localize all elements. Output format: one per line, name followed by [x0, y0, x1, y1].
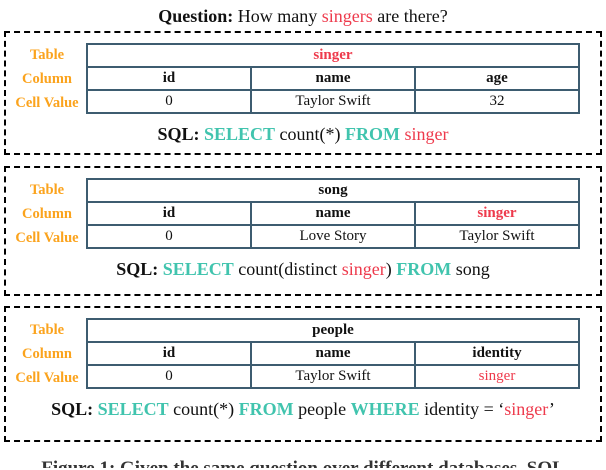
row-labels: Table Column Cell Value — [8, 178, 86, 250]
question-text-after: are there? — [377, 6, 448, 26]
cell-value: Taylor Swift — [250, 89, 416, 114]
column-header-cell-highlight: singer — [414, 201, 580, 226]
row-label-column: Column — [22, 206, 72, 222]
table-name-row: people — [86, 318, 580, 343]
question-label: Question: — [158, 6, 234, 26]
cell-value: 0 — [86, 224, 252, 249]
row-label-cell-value: Cell Value — [15, 95, 79, 111]
cell-value-row: 0 Love Story Taylor Swift — [86, 224, 580, 249]
cell-value: Taylor Swift — [414, 224, 580, 249]
column-header-cell: name — [250, 201, 416, 226]
sql-highlight: singer — [504, 399, 549, 419]
sql-keyword-select: SELECT — [204, 124, 276, 144]
row-label-table: Table — [29, 47, 65, 63]
sql-label: SQL: — [157, 124, 204, 144]
sql-highlight: singer — [341, 259, 386, 279]
schema-table-people: people id name identity 0 Taylor Swift s… — [86, 318, 580, 389]
sql-keyword-select: SELECT — [97, 399, 169, 419]
cell-value: Taylor Swift — [250, 364, 416, 389]
table-name-row: song — [86, 178, 580, 203]
schema-table-singer: singer id name age 0 Taylor Swift 32 — [86, 43, 580, 114]
sql-highlight: singer — [400, 124, 449, 144]
column-header-cell: age — [414, 66, 580, 91]
row-label-column: Column — [22, 346, 72, 362]
table-name-cell: song — [86, 178, 580, 203]
sql-label: SQL: — [116, 259, 163, 279]
question-text-before: How many — [237, 6, 318, 26]
example-block-song: Table Column Cell Value song id name sin… — [4, 166, 602, 296]
table-name-cell: people — [86, 318, 580, 343]
column-header-row: id name age — [86, 66, 580, 91]
column-header-cell: id — [86, 66, 252, 91]
row-label-table: Table — [29, 322, 65, 338]
row-label-table: Table — [29, 182, 65, 198]
figure-caption-clipped: Figure 1: Given the same question over d… — [0, 456, 606, 468]
sql-keyword-from: FROM — [238, 399, 294, 419]
sql-text: count(*) — [168, 399, 239, 419]
row-label-cell-value: Cell Value — [15, 230, 79, 246]
cell-value-highlight: singer — [414, 364, 580, 389]
cell-value: 0 — [86, 89, 252, 114]
sql-query: SQL: SELECT count(*) FROM people WHERE i… — [6, 398, 600, 420]
sql-text: identity = ‘ — [419, 399, 505, 419]
cell-value: Love Story — [250, 224, 416, 249]
sql-keyword-from: FROM — [345, 124, 401, 144]
sql-keyword-where: WHERE — [350, 399, 420, 419]
sql-text: count(distinct — [233, 259, 342, 279]
sql-text: count(*) — [275, 124, 346, 144]
schema-area: Table Column Cell Value people id name i… — [6, 308, 600, 390]
sql-query: SQL: SELECT count(*) FROM singer — [6, 123, 600, 145]
row-labels: Table Column Cell Value — [8, 43, 86, 115]
column-header-row: id name singer — [86, 201, 580, 226]
sql-label: SQL: — [51, 399, 98, 419]
schema-area: Table Column Cell Value singer id name a… — [6, 33, 600, 115]
figure-caption-text: Figure 1: Given the same question over d… — [41, 458, 565, 468]
example-block-people: Table Column Cell Value people id name i… — [4, 306, 602, 442]
cell-value: 0 — [86, 364, 252, 389]
row-labels: Table Column Cell Value — [8, 318, 86, 390]
column-header-cell: id — [86, 341, 252, 366]
sql-text: song — [451, 259, 490, 279]
column-header-cell: identity — [414, 341, 580, 366]
sql-text: people — [293, 399, 351, 419]
cell-value: 32 — [414, 89, 580, 114]
sql-query: SQL: SELECT count(distinct singer) FROM … — [6, 258, 600, 280]
cell-value-row: 0 Taylor Swift singer — [86, 364, 580, 389]
cell-value-row: 0 Taylor Swift 32 — [86, 89, 580, 114]
table-name-row: singer — [86, 43, 580, 68]
sql-text: ’ — [548, 399, 555, 419]
example-block-singer: Table Column Cell Value singer id name a… — [4, 31, 602, 155]
column-header-cell: name — [250, 66, 416, 91]
row-label-cell-value: Cell Value — [15, 370, 79, 386]
question-highlight: singers — [321, 6, 373, 26]
column-header-cell: id — [86, 201, 252, 226]
sql-text: ) — [385, 259, 397, 279]
schema-area: Table Column Cell Value song id name sin… — [6, 168, 600, 250]
column-header-cell: name — [250, 341, 416, 366]
sql-keyword-select: SELECT — [162, 259, 234, 279]
schema-table-song: song id name singer 0 Love Story Taylor … — [86, 178, 580, 249]
column-header-row: id name identity — [86, 341, 580, 366]
row-label-column: Column — [22, 71, 72, 87]
sql-keyword-from: FROM — [396, 259, 452, 279]
table-name-cell: singer — [86, 43, 580, 68]
question-line: Question: How many singers are there? — [0, 0, 606, 31]
